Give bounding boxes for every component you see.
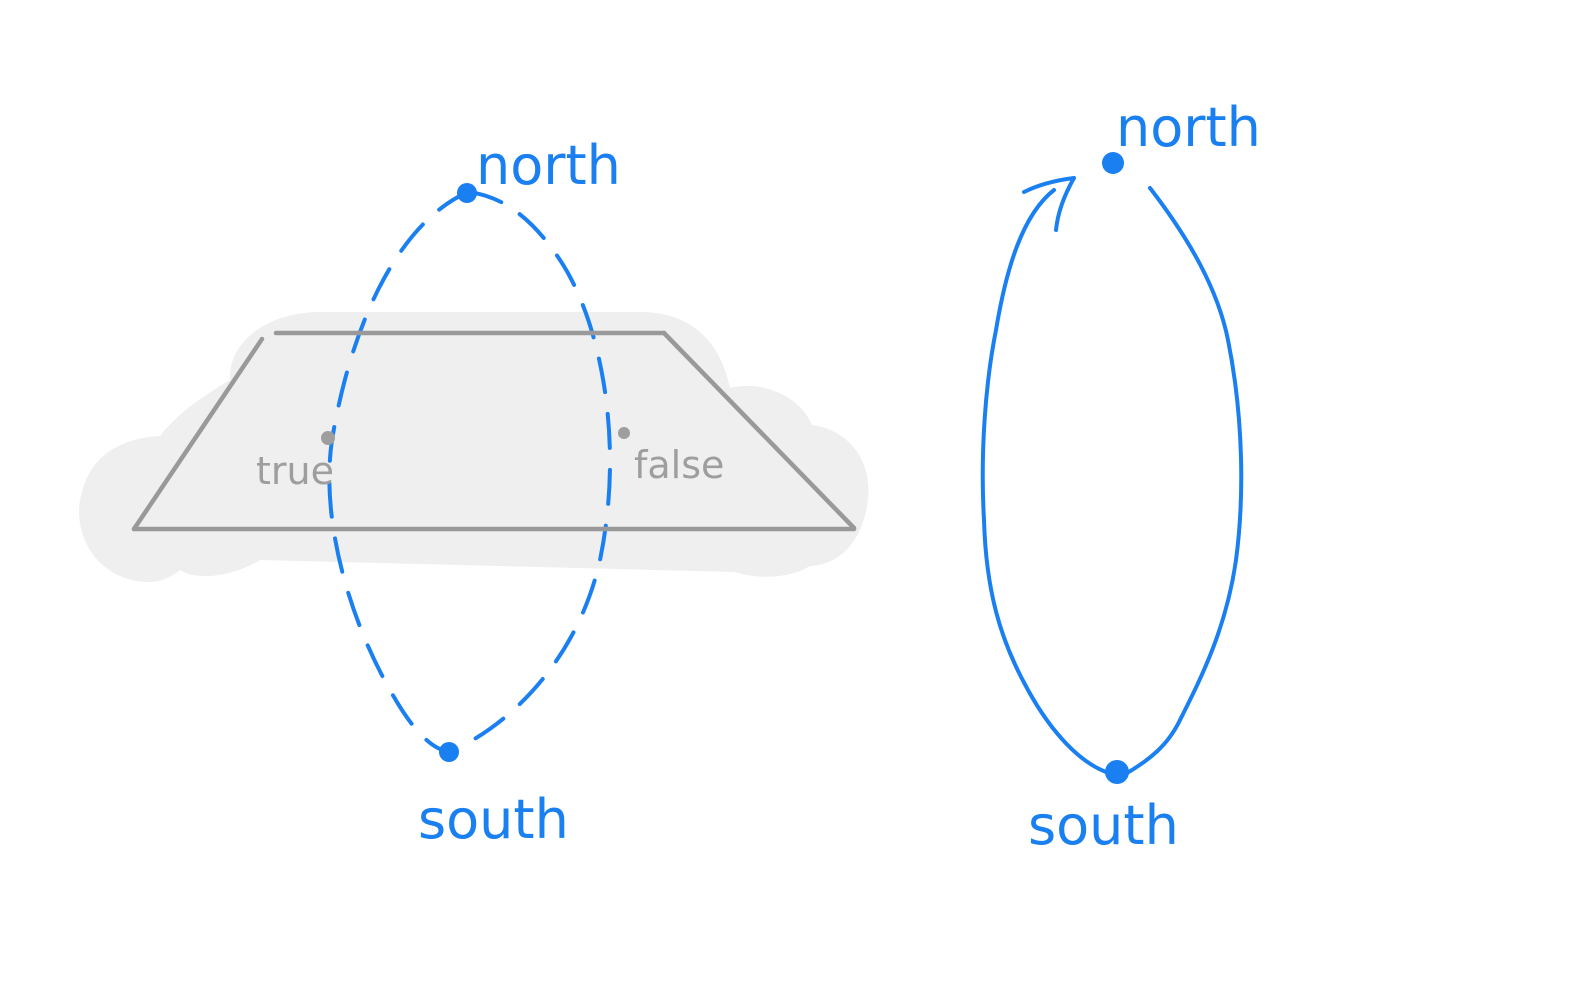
true-point-dot (321, 431, 335, 445)
north-pole-dot (457, 183, 477, 203)
south-pole-dot-right (1105, 760, 1129, 784)
south-label: south (418, 788, 569, 851)
north-label-right: north (1116, 96, 1261, 159)
arrowhead-icon (1022, 176, 1076, 232)
cloud-background (79, 312, 869, 582)
north-pole-dot-right (1102, 152, 1124, 174)
false-point-dot (618, 427, 630, 439)
south-pole-dot (439, 742, 459, 762)
true-label: true (256, 449, 334, 493)
right-diagram: north south (980, 96, 1261, 857)
false-label: false (634, 443, 724, 487)
left-diagram: true false north south (79, 134, 869, 851)
orbit-arc-left (980, 188, 1114, 776)
south-label-right: south (1028, 794, 1179, 857)
truth-plane (131, 330, 857, 532)
north-label: north (476, 134, 621, 197)
orbit-arc-right (1120, 186, 1244, 778)
